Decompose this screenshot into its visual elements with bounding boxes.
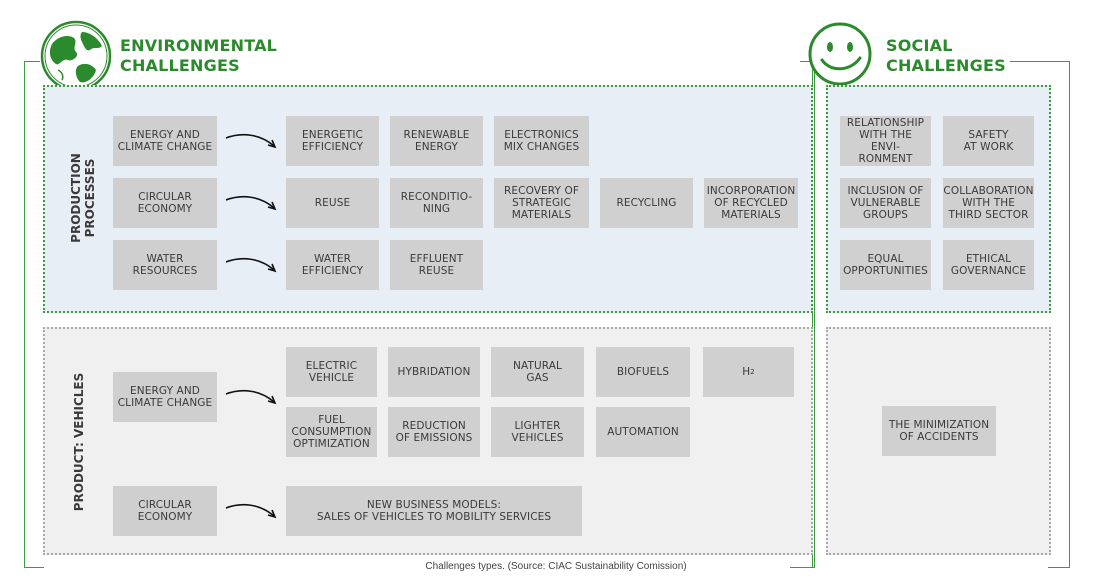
frame-soc-right (1069, 61, 1070, 568)
item-hybridation: HYBRIDATION (388, 347, 480, 397)
item-effluent-reuse: EFFLUENT REUSE (390, 240, 483, 290)
environmental-challenges-heading: ENVIRONMENTAL CHALLENGES (120, 36, 278, 75)
item-natural-gas: NATURAL GAS (491, 347, 584, 397)
item-renewable-energy: RENEWABLE ENERGY (390, 116, 483, 166)
production-processes-title: PRODUCTION PROCESSES (69, 153, 97, 243)
arrow-energy-vehicles (225, 389, 277, 405)
item-reduction-of-emissions: REDUCTION OF EMISSIONS (388, 407, 480, 457)
item-incorporation-recycled-materials: INCORPORATION OF RECYCLED MATERIALS (704, 178, 798, 228)
item-automation: AUTOMATION (596, 407, 690, 457)
item-reconditioning: RECONDITIO- NING (390, 178, 483, 228)
social-item-safety-at-work: SAFETY AT WORK (943, 116, 1034, 166)
h2-subscript: 2 (750, 368, 755, 376)
arrow-energy-production (225, 133, 277, 149)
globe-icon (40, 20, 112, 92)
frame-soc-top-right (1010, 61, 1070, 62)
figure-caption: Challenges types. (Source: CIAC Sustaina… (425, 561, 687, 572)
item-reuse: REUSE (286, 178, 379, 228)
item-recycling: RECYCLING (600, 178, 693, 228)
item-electronics-mix-changes: ELECTRONICS MIX CHANGES (494, 116, 589, 166)
frame-env-bottom (24, 567, 44, 568)
item-recovery-strategic-materials: RECOVERY OF STRATEGIC MATERIALS (494, 178, 589, 228)
frame-env-bottom-right (790, 567, 814, 568)
production-row-label-energy: ENERGY AND CLIMATE CHANGE (113, 116, 217, 166)
frame-soc-left (812, 61, 813, 568)
item-new-business-models: NEW BUSINESS MODELS: SALES OF VEHICLES T… (286, 486, 582, 536)
item-lighter-vehicles: LIGHTER VEHICLES (491, 407, 584, 457)
social-item-relationship-environment: RELATIONSHIP WITH THE ENVI- RONMENT (840, 116, 931, 166)
social-item-equal-opportunities: EQUAL OPPORTUNITIES (840, 240, 931, 290)
frame-env-right (814, 61, 815, 568)
production-row-label-circular: CIRCULAR ECONOMY (113, 178, 217, 228)
social-item-inclusion-vulnerable-groups: INCLUSION OF VULNERABLE GROUPS (840, 178, 931, 228)
item-biofuels: BIOFUELS (596, 347, 690, 397)
frame-env-top-right (800, 61, 814, 62)
item-fuel-consumption-optimization: FUEL CONSUMPTION OPTIMIZATION (286, 407, 377, 457)
smiley-face-icon (808, 22, 872, 86)
item-energetic-efficiency: ENERGETIC EFFICIENCY (286, 116, 379, 166)
arrow-circular-production (225, 195, 277, 211)
product-vehicles-title: PRODUCT: VEHICLES (72, 372, 86, 512)
social-item-minimization-of-accidents: THE MINIMIZATION OF ACCIDENTS (882, 406, 996, 456)
item-water-efficiency: WATER EFFICIENCY (286, 240, 379, 290)
arrow-water-production (225, 257, 277, 273)
social-challenges-heading: SOCIAL CHALLENGES (886, 36, 1006, 75)
social-item-ethical-governance: ETHICAL GOVERNANCE (943, 240, 1034, 290)
h2-base: H (742, 366, 751, 378)
frame-env-top-left (24, 61, 40, 62)
item-electric-vehicle: ELECTRIC VEHICLE (286, 347, 377, 397)
vehicles-row-label-energy: ENERGY AND CLIMATE CHANGE (113, 372, 217, 422)
production-row-label-water: WATER RESOURCES (113, 240, 217, 290)
frame-env-left (24, 61, 25, 568)
frame-soc-bottom (1048, 567, 1070, 568)
social-item-collaboration-third-sector: COLLABORATION WITH THE THIRD SECTOR (943, 178, 1034, 228)
arrow-circular-vehicles (225, 503, 277, 519)
vehicles-row-label-circular: CIRCULAR ECONOMY (113, 486, 217, 536)
